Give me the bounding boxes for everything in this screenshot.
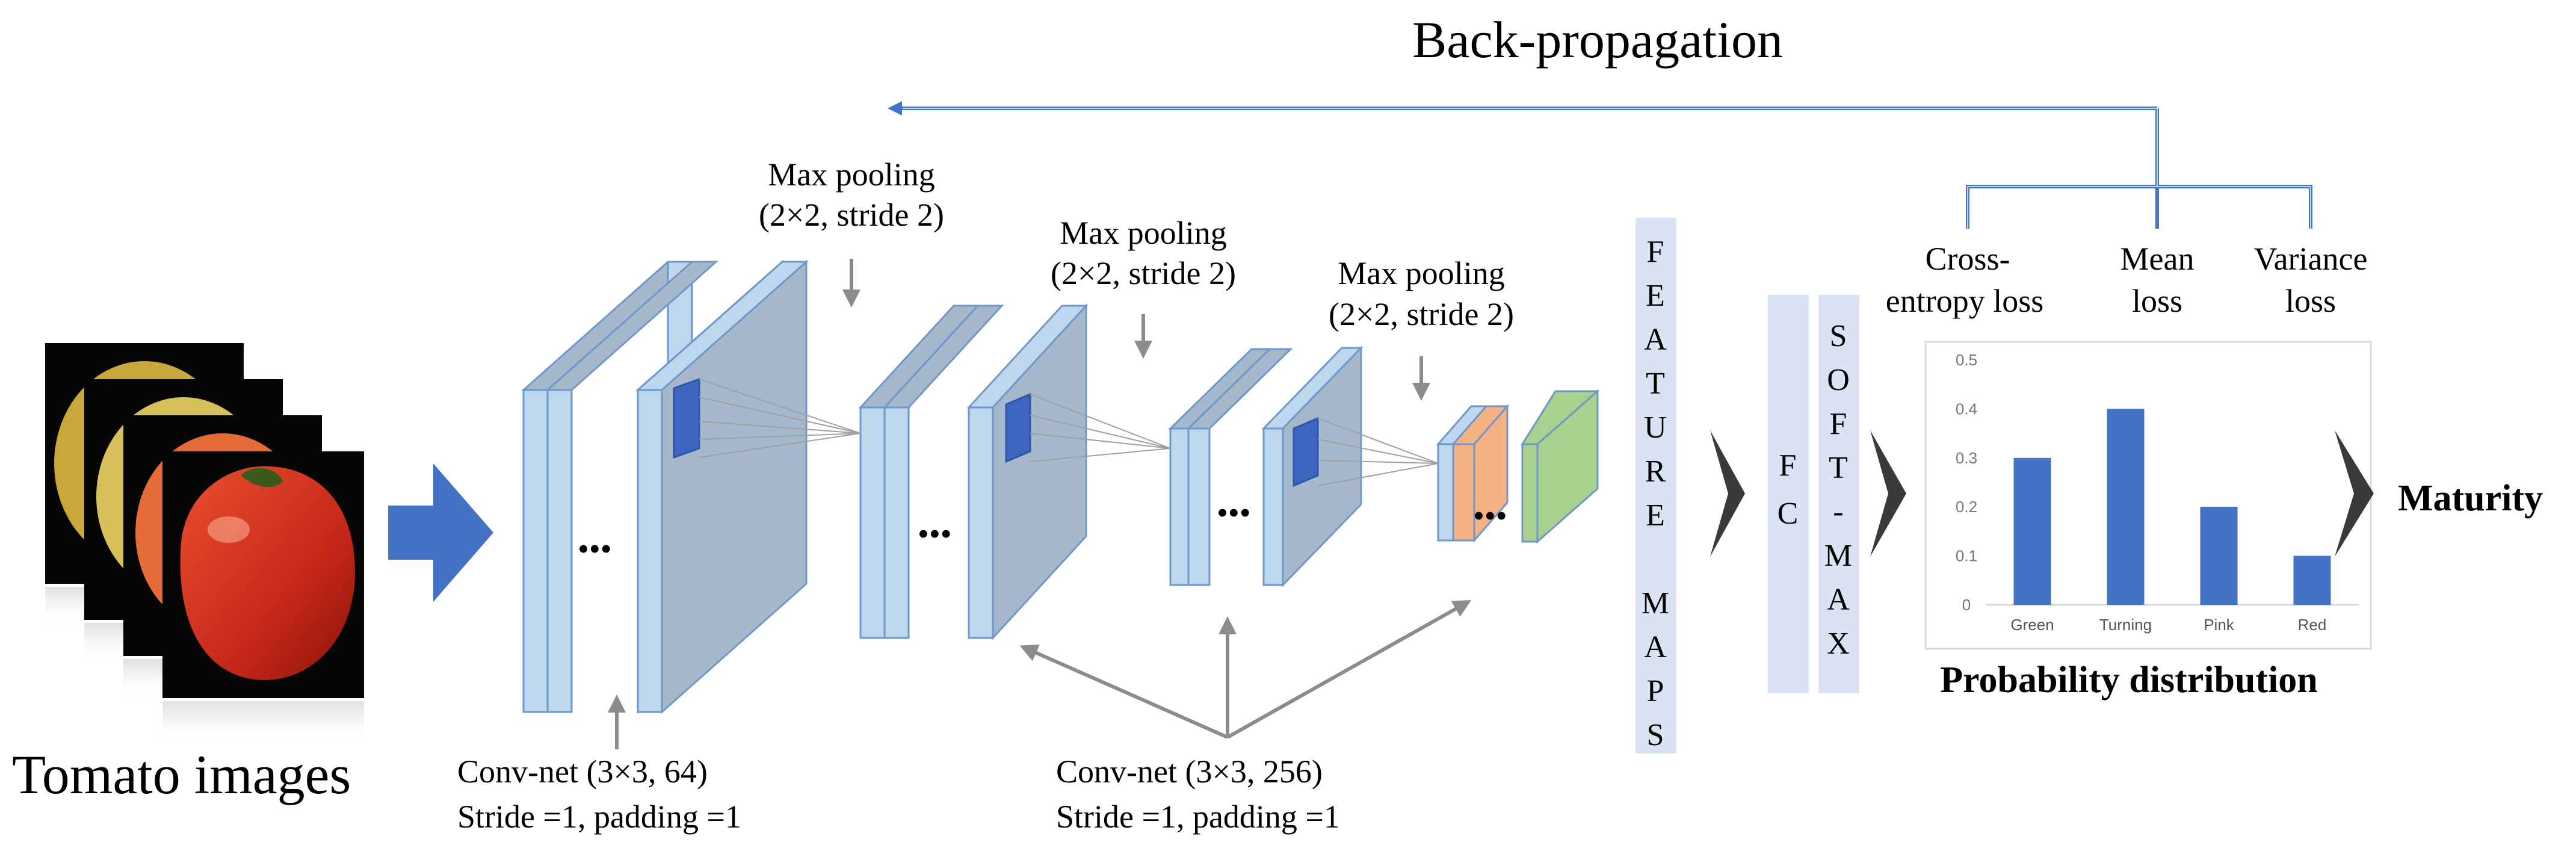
loss-crossentropy-line1: Cross-: [1925, 241, 2010, 277]
tomato-image-4: [162, 451, 364, 746]
backprop-arrow: [888, 101, 2312, 229]
y-tick-label: 0.2: [1956, 498, 1977, 516]
y-tick-label: 0: [1962, 596, 1971, 614]
receptive-field-lines: [699, 379, 1439, 486]
feature-maps-letter: M: [1642, 586, 1670, 620]
feature-maps-letter: P: [1647, 674, 1666, 708]
x-tick-label: Green: [2010, 616, 2054, 634]
bar-turning: [2107, 409, 2145, 605]
feature-maps-letter: R: [1645, 454, 1667, 489]
conv256-line2: Stride =1, padding =1: [1056, 799, 1340, 835]
conv-block-256-b: [1436, 389, 1599, 544]
bar-pink: [2200, 507, 2238, 605]
softmax-letter: A: [1827, 583, 1851, 617]
x-tick-label: Red: [2298, 616, 2327, 634]
feature-maps-letter: F: [1647, 235, 1666, 269]
output-label: Maturity: [2398, 478, 2543, 519]
conv-block-64: [521, 259, 809, 714]
bar-green: [2013, 457, 2051, 605]
y-tick-label: 0.3: [1956, 449, 1977, 467]
ellipsis-3: •••: [1217, 495, 1251, 531]
fc-panel: [1768, 295, 1809, 693]
softmax-panel: [1818, 295, 1859, 693]
conv-block-128: [858, 303, 1089, 640]
softmax-letter: -: [1833, 495, 1844, 529]
tomato-images-label: Tomato images: [12, 744, 351, 805]
arrow-to-fc: [1710, 430, 1745, 557]
maxpool-3-line2: (2×2, stride 2): [1329, 296, 1514, 332]
arrow-to-output: [2335, 430, 2374, 557]
maxpool-2-line2: (2×2, stride 2): [1051, 255, 1236, 291]
chart-caption: Probability distribution: [1940, 660, 2318, 701]
maxpool-3-line1: Max pooling: [1338, 255, 1505, 291]
input-arrow: [388, 463, 493, 602]
backprop-title: Back-propagation: [1412, 11, 1783, 69]
feature-maps-letter: A: [1644, 323, 1668, 357]
maxpool-1-line2: (2×2, stride 2): [759, 197, 944, 233]
softmax-letter: S: [1830, 319, 1849, 353]
x-tick-label: Turning: [2099, 616, 2152, 634]
bar-red: [2293, 555, 2331, 605]
ellipsis-1: •••: [578, 531, 612, 567]
feature-maps-letter: E: [1646, 279, 1666, 313]
arrow-to-distribution: [1870, 430, 1906, 557]
conv64-line1: Conv-net (3×3, 64): [457, 753, 708, 790]
y-tick-label: 0.4: [1956, 400, 1977, 418]
y-tick-label: 0.1: [1956, 547, 1977, 565]
feature-maps-letter: E: [1646, 498, 1666, 533]
maxpool-1-line1: Max pooling: [768, 156, 935, 193]
conv64-line2: Stride =1, padding =1: [457, 799, 741, 835]
softmax-letter: M: [1824, 539, 1853, 573]
feature-maps-letter: T: [1646, 367, 1666, 401]
loss-variance-line2: loss: [2285, 283, 2336, 319]
ellipsis-2: •••: [918, 516, 952, 552]
softmax-letter: O: [1827, 363, 1851, 397]
x-tick-label: Pink: [2204, 616, 2235, 634]
y-tick-label: 0.5: [1956, 351, 1977, 369]
feature-maps-panel: [1635, 218, 1676, 753]
backprop-arrow-inner: [903, 108, 2311, 229]
softmax-letter: T: [1829, 451, 1849, 485]
feature-maps-letter: S: [1647, 718, 1666, 752]
feature-maps-letter: A: [1644, 630, 1668, 664]
loss-mean-line1: Mean: [2120, 241, 2195, 277]
tomato-image-stack: [45, 343, 364, 746]
ellipsis-4: •••: [1473, 498, 1507, 534]
softmax-letter: F: [1830, 407, 1849, 441]
loss-mean-line2: loss: [2132, 283, 2182, 319]
loss-variance-line1: Variance: [2254, 241, 2368, 277]
conv256-arrows: [1019, 600, 1472, 739]
conv256-line1: Conv-net (3×3, 256): [1056, 753, 1323, 790]
loss-crossentropy-line2: entropy loss: [1886, 283, 2044, 319]
maxpool-2-line1: Max pooling: [1060, 215, 1227, 251]
feature-maps-letter: U: [1644, 410, 1668, 445]
conv-block-256-a: [1168, 345, 1364, 587]
softmax-letter: X: [1827, 627, 1851, 661]
